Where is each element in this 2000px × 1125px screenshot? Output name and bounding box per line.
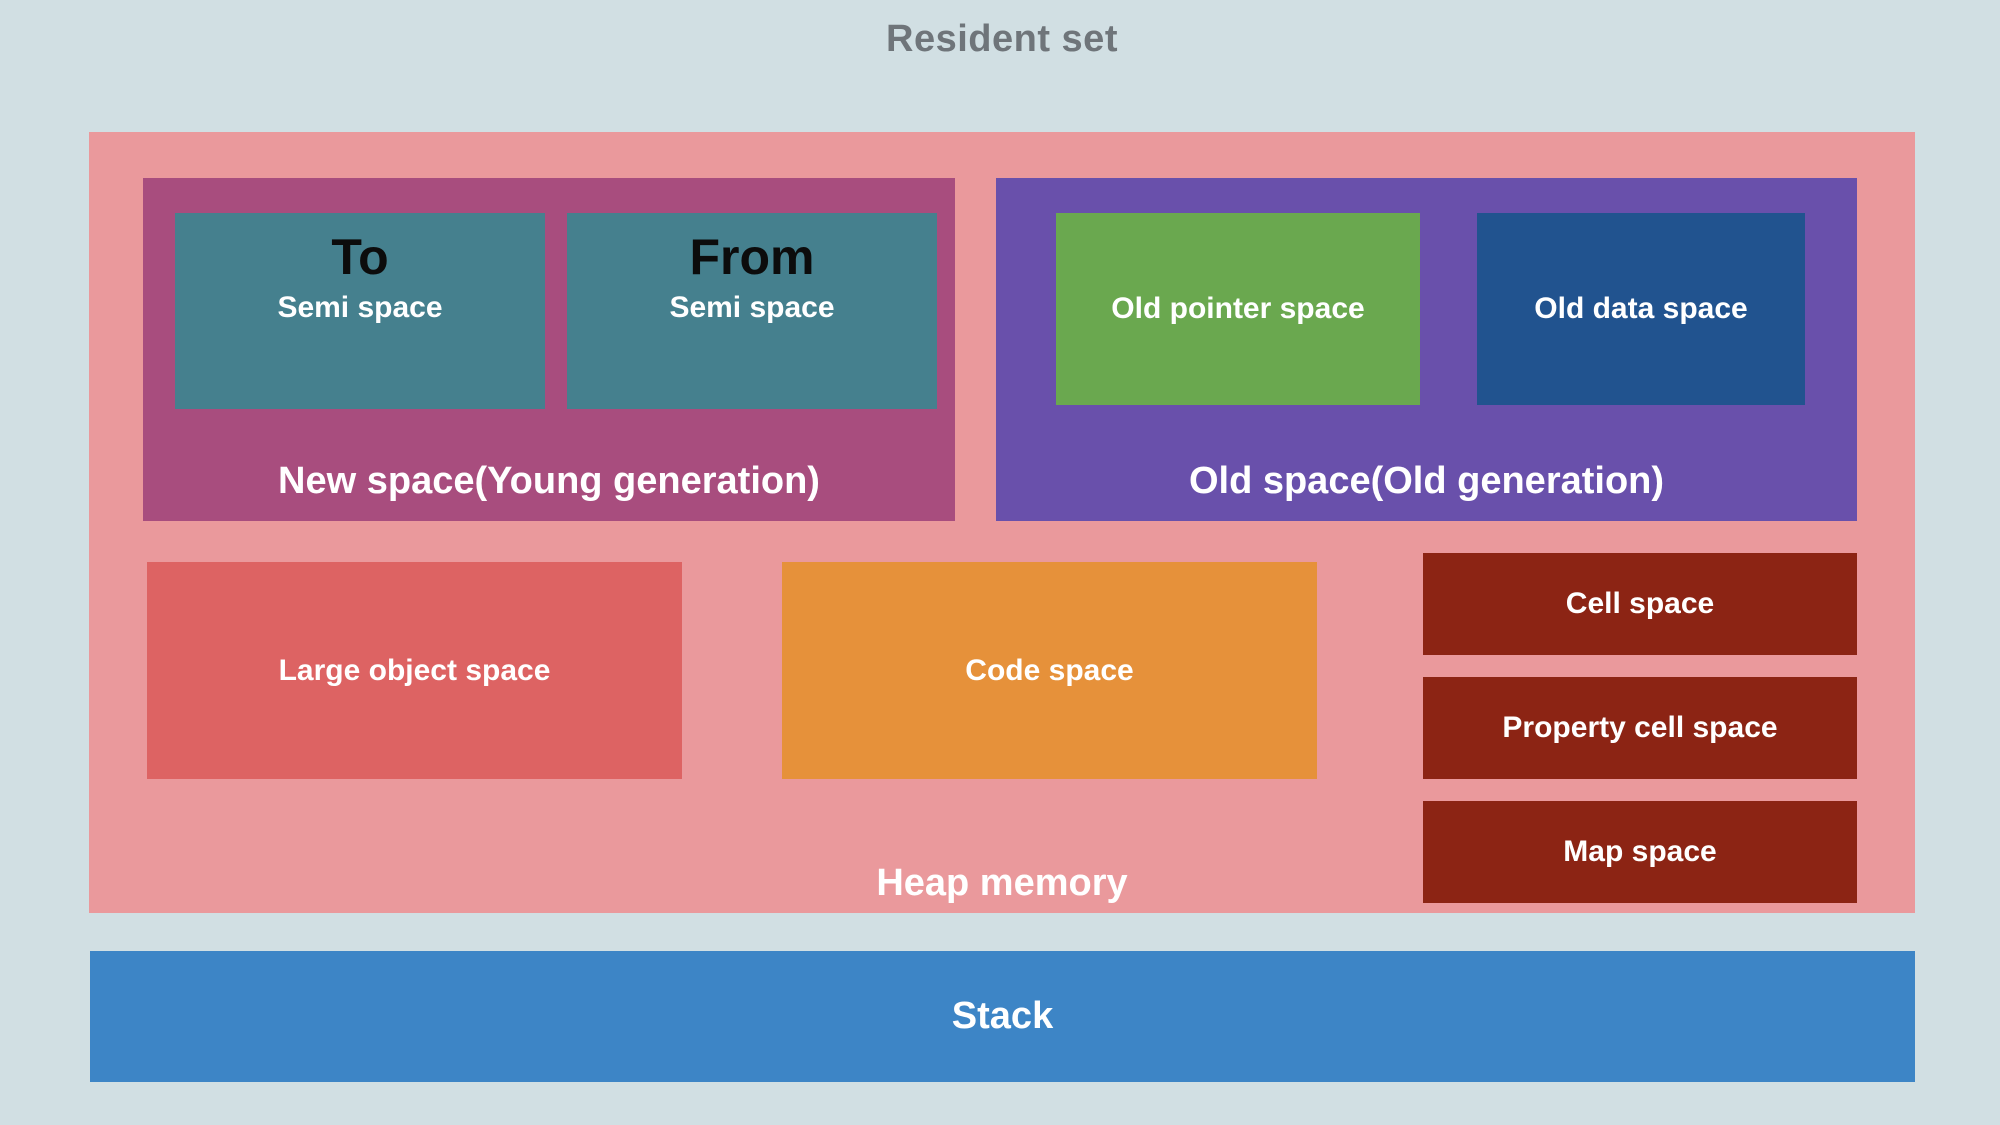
property-cell-space: Property cell space: [1423, 677, 1857, 779]
old-space-label: Old space(Old generation): [1188, 460, 1665, 502]
map-space: Map space: [1423, 801, 1857, 903]
new-space-label: New space(Young generation): [278, 460, 820, 502]
heap-memory-label: Heap memory: [876, 862, 1128, 904]
semi-space-to-title: To: [331, 229, 389, 285]
semi-space-to-label: Semi space: [277, 291, 443, 324]
diagram-title: Resident set: [886, 18, 1118, 60]
semi-space-from-label: Semi space: [669, 291, 835, 324]
large-object-space: Large object space: [147, 562, 682, 779]
semi-space-from-title: From: [689, 229, 815, 285]
old-pointer-space: Old pointer space: [1056, 213, 1420, 405]
cell-space: Cell space: [1423, 553, 1857, 655]
heap-memory-region: To Semi space From Semi space New space(…: [89, 132, 1915, 913]
new-space-region: To Semi space From Semi space New space(…: [143, 178, 955, 521]
code-space: Code space: [782, 562, 1317, 779]
old-space-region: Old pointer space Old data space Old spa…: [996, 178, 1857, 521]
semi-space-from: From Semi space: [567, 213, 937, 409]
old-data-space: Old data space: [1477, 213, 1805, 405]
semi-space-to: To Semi space: [175, 213, 545, 409]
stack-region: Stack: [90, 951, 1915, 1082]
